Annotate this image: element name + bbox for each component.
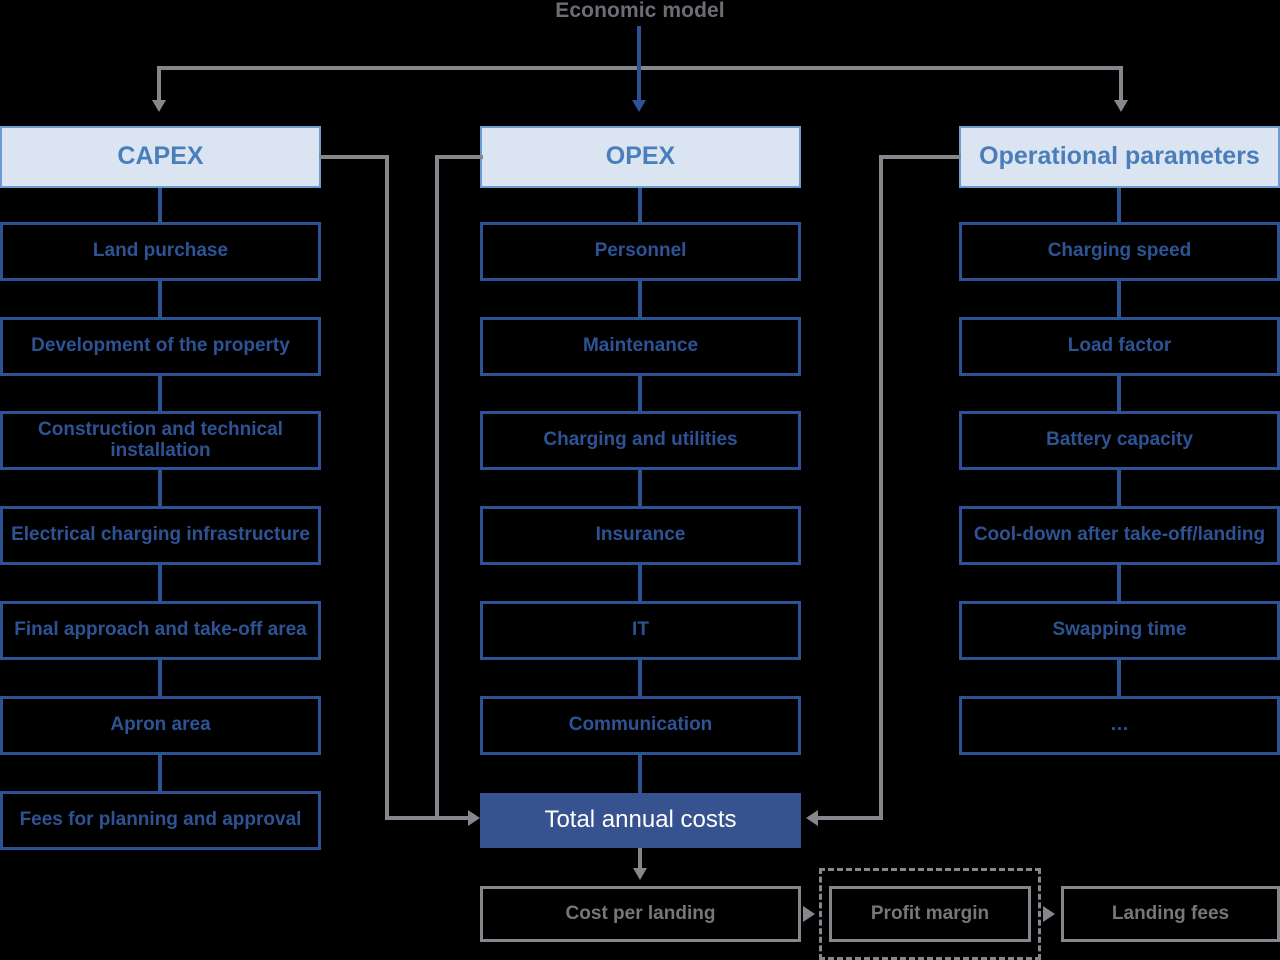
column-header-capex[interactable]: CAPEX	[0, 126, 321, 188]
arrowhead-cost-to-profit	[803, 906, 815, 922]
capex-item-6[interactable]: Fees for planning and approval	[0, 791, 321, 850]
connector-op-to-total-h2	[818, 816, 883, 820]
connector-op-to-total-v	[879, 155, 883, 820]
connector-capex-to-total-h2	[385, 816, 475, 820]
connector-opex-chain-4	[638, 565, 642, 601]
outcome-profit-margin[interactable]: Profit margin	[829, 886, 1031, 942]
capex-item-5[interactable]: Apron area	[0, 696, 321, 755]
connector-opex-chain-0	[638, 188, 642, 222]
connector-opex-chain-5	[638, 660, 642, 696]
connector-capex-chain-2	[158, 376, 162, 411]
connector-opex-side-h2	[435, 816, 475, 820]
connector-capex-chain-5	[158, 660, 162, 696]
connector-op-chain-4	[1117, 565, 1121, 601]
connector-capex-chain-1	[158, 281, 162, 317]
connector-title-stem	[637, 26, 641, 68]
operational-item-0[interactable]: Charging speed	[959, 222, 1280, 281]
capex-item-3[interactable]: Electrical charging infrastructure	[0, 506, 321, 565]
operational-item-3[interactable]: Cool-down after take-off/landing	[959, 506, 1280, 565]
opex-item-1[interactable]: Maintenance	[480, 317, 801, 376]
profit-margin-highlight-frame	[819, 868, 1041, 960]
opex-item-4[interactable]: IT	[480, 601, 801, 660]
connector-op-to-total-h1	[879, 155, 961, 159]
arrowhead-to-operational-parameters	[1114, 100, 1128, 112]
total-annual-costs-box[interactable]: Total annual costs	[480, 793, 801, 848]
connector-capex-chain-4	[158, 565, 162, 601]
connector-bus-to-capex	[157, 66, 161, 102]
arrowhead-to-opex	[632, 100, 646, 112]
arrowhead-op-to-total	[806, 810, 818, 826]
connector-opex-side-h1	[435, 155, 483, 159]
connector-opex-side-v	[435, 155, 439, 820]
connector-capex-to-total-h1	[319, 155, 389, 159]
opex-item-2[interactable]: Charging and utilities	[480, 411, 801, 470]
connector-opex-chain-3	[638, 470, 642, 506]
connector-op-chain-5	[1117, 660, 1121, 696]
connector-opex-to-total	[638, 755, 642, 793]
connector-op-chain-0	[1117, 188, 1121, 222]
capex-item-0[interactable]: Land purchase	[0, 222, 321, 281]
arrowhead-profit-to-fees	[1043, 906, 1055, 922]
capex-item-4[interactable]: Final approach and take-off area	[0, 601, 321, 660]
operational-item-1[interactable]: Load factor	[959, 317, 1280, 376]
connector-capex-chain-0	[158, 188, 162, 222]
column-header-opex[interactable]: OPEX	[480, 126, 801, 188]
opex-item-3[interactable]: Insurance	[480, 506, 801, 565]
operational-item-5[interactable]: …	[959, 696, 1280, 755]
connector-opex-chain-2	[638, 376, 642, 411]
connector-capex-chain-6	[158, 755, 162, 791]
connector-bus-to-opex	[637, 66, 641, 102]
connector-capex-chain-3	[158, 470, 162, 506]
connector-total-to-cost	[638, 848, 642, 870]
outcome-cost-per-landing[interactable]: Cost per landing	[480, 886, 801, 942]
capex-item-1[interactable]: Development of the property	[0, 317, 321, 376]
connector-bus-to-operational-parameters	[1119, 66, 1123, 102]
column-header-operational-parameters[interactable]: Operational parameters	[959, 126, 1280, 188]
opex-item-5[interactable]: Communication	[480, 696, 801, 755]
connector-op-chain-2	[1117, 376, 1121, 411]
page-title: Economic model	[555, 0, 725, 23]
arrowhead-total-to-cost	[633, 868, 647, 880]
capex-item-2[interactable]: Construction and technical installation	[0, 411, 321, 470]
connector-op-chain-1	[1117, 281, 1121, 317]
opex-item-0[interactable]: Personnel	[480, 222, 801, 281]
arrowhead-to-capex	[152, 100, 166, 112]
operational-item-4[interactable]: Swapping time	[959, 601, 1280, 660]
connector-capex-to-total-v	[385, 155, 389, 820]
operational-item-2[interactable]: Battery capacity	[959, 411, 1280, 470]
outcome-landing-fees[interactable]: Landing fees	[1061, 886, 1280, 942]
connector-op-chain-3	[1117, 470, 1121, 506]
connector-opex-chain-1	[638, 281, 642, 317]
